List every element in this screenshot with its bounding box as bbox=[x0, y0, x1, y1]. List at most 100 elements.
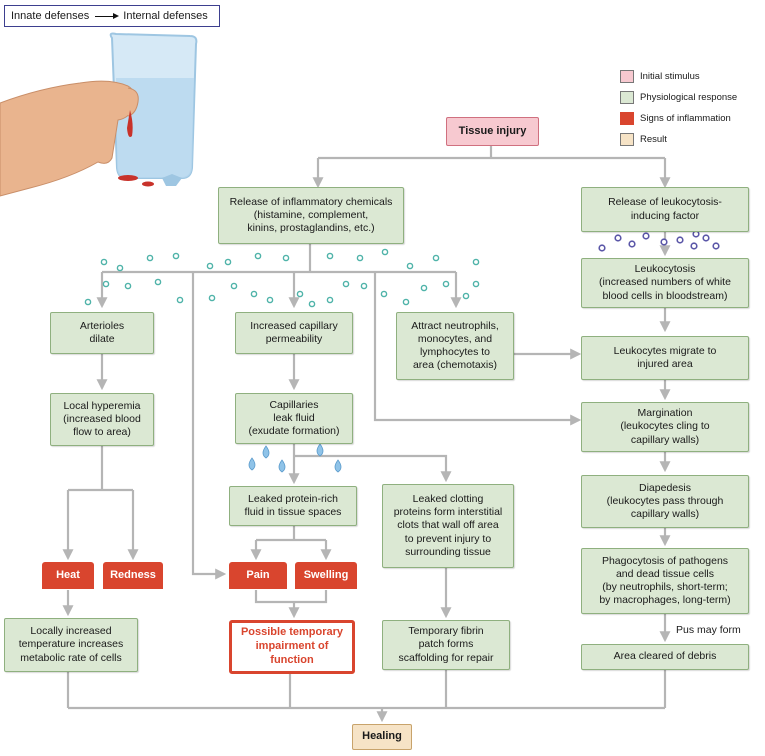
chemical-dot bbox=[380, 290, 388, 298]
leukocytosis-dot bbox=[692, 230, 700, 238]
blood-drop bbox=[142, 181, 154, 187]
chemical-dot bbox=[296, 290, 304, 298]
leukocytosis-dot bbox=[690, 242, 698, 250]
leaked-clotting-box: Leaked clotting proteins form interstiti… bbox=[382, 484, 514, 568]
leukocytosis-dot bbox=[660, 238, 668, 246]
header-arrow-icon bbox=[95, 12, 120, 19]
leukocytosis-dot bbox=[598, 244, 606, 252]
local-hyperemia-box: Local hyperemia (increased blood flow to… bbox=[50, 393, 154, 446]
healing-box: Healing bbox=[352, 724, 412, 750]
chemical-dot bbox=[381, 248, 389, 256]
swelling-sign: Swelling bbox=[295, 562, 357, 589]
leukocytosis-dot bbox=[642, 232, 650, 240]
injured-hand-illustration bbox=[0, 32, 198, 197]
chemical-dot bbox=[472, 280, 480, 288]
chemical-dot bbox=[472, 258, 480, 266]
chemical-dot bbox=[206, 262, 214, 270]
locally-increased-temp-box: Locally increased temperature increases … bbox=[4, 618, 138, 672]
legend-item: Initial stimulus bbox=[620, 66, 737, 87]
chemical-dot bbox=[154, 278, 162, 286]
leukocytes-migrate-box: Leukocytes migrate to injured area bbox=[581, 336, 749, 380]
legend-swatch bbox=[620, 70, 634, 83]
chemical-dot bbox=[326, 252, 334, 260]
header-innate-label: Innate defenses bbox=[11, 10, 90, 22]
legend-label: Physiological response bbox=[640, 92, 738, 103]
legend: Initial stimulus Physiological response … bbox=[620, 66, 737, 150]
legend-swatch bbox=[620, 112, 634, 125]
leukocytosis-dot bbox=[676, 236, 684, 244]
blood-drop bbox=[118, 175, 138, 181]
arrow bbox=[294, 454, 452, 483]
chemical-dot bbox=[250, 290, 258, 298]
chemical-dot bbox=[266, 296, 274, 304]
legend-label: Initial stimulus bbox=[640, 71, 700, 82]
legend-item: Result bbox=[620, 129, 737, 150]
impairment-box: Possible temporary impairment of functio… bbox=[229, 620, 355, 674]
leukocytosis-dot bbox=[702, 234, 710, 242]
capillary-permeability-box: Increased capillary permeability bbox=[235, 312, 353, 354]
arrow bbox=[373, 272, 582, 426]
chemical-dot bbox=[100, 258, 108, 266]
header-internal-label: Internal defenses bbox=[123, 10, 208, 22]
leukocytosis-factor-dots bbox=[598, 230, 720, 252]
chemical-dot bbox=[308, 300, 316, 308]
legend-item: Physiological response bbox=[620, 87, 737, 108]
droplet-icon bbox=[316, 443, 324, 457]
droplet-icon bbox=[334, 459, 342, 473]
arrow bbox=[254, 590, 328, 604]
droplet-icon bbox=[278, 459, 286, 473]
chemical-dot bbox=[402, 298, 410, 306]
chemical-dot bbox=[208, 294, 216, 302]
capillaries-leak-box: Capillaries leak fluid (exudate formatio… bbox=[235, 393, 353, 444]
chemical-dot bbox=[176, 296, 184, 304]
leaked-protein-box: Leaked protein-rich fluid in tissue spac… bbox=[229, 486, 357, 526]
release-chemicals-box: Release of inflammatory chemicals (hista… bbox=[218, 187, 404, 244]
leukocytosis-box: Leukocytosis (increased numbers of white… bbox=[581, 258, 749, 308]
chemical-dot bbox=[172, 252, 180, 260]
legend-swatch bbox=[620, 133, 634, 146]
pain-sign: Pain bbox=[229, 562, 287, 589]
chemical-dot bbox=[84, 298, 92, 306]
leukocytosis-dot bbox=[712, 242, 720, 250]
chemical-dot bbox=[342, 280, 350, 288]
chemical-dot bbox=[326, 296, 334, 304]
phagocytosis-box: Phagocytosis of pathogens and dead tissu… bbox=[581, 548, 749, 614]
fibrin-patch-box: Temporary fibrin patch forms scaffolding… bbox=[382, 620, 510, 670]
chemical-dot bbox=[282, 254, 290, 262]
chemical-dot bbox=[432, 254, 440, 262]
margination-box: Margination (leukocytes cling to capilla… bbox=[581, 402, 749, 452]
release-leukocytosis-factor-box: Release of leukocytosis- inducing factor bbox=[581, 187, 749, 232]
chemical-dot bbox=[230, 282, 238, 290]
finger bbox=[127, 87, 139, 117]
attract-neutrophils-box: Attract neutrophils, monocytes, and lymp… bbox=[396, 312, 514, 380]
chemical-dot bbox=[420, 284, 428, 292]
leukocytosis-dot bbox=[614, 234, 622, 242]
chemical-dot bbox=[356, 254, 364, 262]
droplet-icon bbox=[248, 457, 256, 471]
legend-label: Result bbox=[640, 134, 667, 145]
chemical-dot bbox=[462, 292, 470, 300]
area-cleared-box: Area cleared of debris bbox=[581, 644, 749, 670]
arrow bbox=[191, 272, 227, 580]
chemical-dot bbox=[442, 280, 450, 288]
chemical-dot bbox=[360, 282, 368, 290]
chemical-dot bbox=[254, 252, 262, 260]
leukocytosis-dot bbox=[628, 240, 636, 248]
legend-swatch bbox=[620, 91, 634, 104]
chemical-dot bbox=[406, 262, 414, 270]
droplet-icon bbox=[262, 445, 270, 459]
pus-may-form-label: Pus may form bbox=[676, 624, 741, 636]
chemical-dot bbox=[224, 258, 232, 266]
legend-label: Signs of inflammation bbox=[640, 113, 731, 124]
chemical-dot bbox=[116, 264, 124, 272]
tissue-injury-box: Tissue injury bbox=[446, 117, 539, 146]
chemical-dot bbox=[102, 280, 110, 288]
diapedesis-box: Diapedesis (leukocytes pass through capi… bbox=[581, 475, 749, 528]
chemical-dot bbox=[124, 282, 132, 290]
heat-sign: Heat bbox=[42, 562, 94, 589]
inflammatory-chemical-dots bbox=[84, 248, 480, 308]
redness-sign: Redness bbox=[103, 562, 163, 589]
legend-item: Signs of inflammation bbox=[620, 108, 737, 129]
fluid-droplets bbox=[248, 443, 342, 473]
